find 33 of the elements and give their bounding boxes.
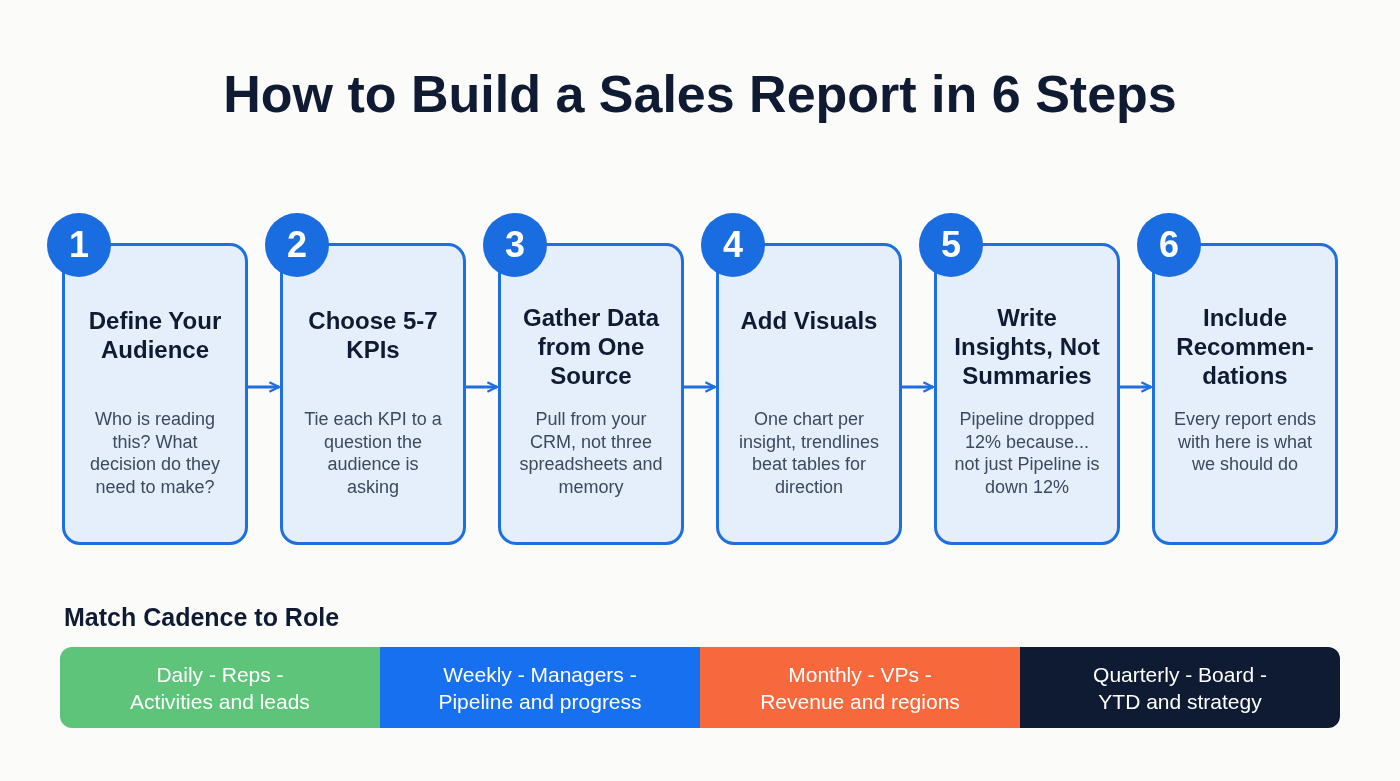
role-band <box>1020 647 1340 728</box>
step-heading: Write Insights, Not Summaries <box>953 303 1101 390</box>
step-heading: Define Your Audience <box>87 306 223 364</box>
title: How to Build a Sales Report in 6 Steps <box>222 64 1178 124</box>
step-description: Who is reading this? What decision do they need to make? <box>88 408 222 498</box>
cadence-text: Weekly - Managers - Pipeline and progress <box>437 661 643 715</box>
arrow <box>248 381 281 393</box>
arrow <box>684 381 717 393</box>
arrow <box>466 381 499 393</box>
role-band <box>700 647 1020 728</box>
cadence-text: Daily - Reps - Activities and leads <box>129 661 311 715</box>
step-number: 6 <box>1137 213 1201 277</box>
step-heading: Gather Data from One Source <box>521 303 661 390</box>
step-number: 1 <box>47 213 111 277</box>
step-description: Pipeline dropped 12% because... not just Pipeline is down 12% <box>953 408 1101 498</box>
cadence-text: Quarterly - Board - YTD and strategy <box>1092 661 1268 715</box>
step-number: 3 <box>483 213 547 277</box>
step-heading: Add Visuals <box>739 306 879 335</box>
cadence-text: Monthly - VPs - Revenue and regions <box>759 661 961 715</box>
step-description: Pull from your CRM, not three spreadsheets and memory <box>518 408 664 498</box>
step-number: 4 <box>701 213 765 277</box>
arrow <box>902 381 935 393</box>
step-description: Tie each KPI to a question the audience is asking <box>303 408 443 498</box>
step-description: One chart per insight, trendlines beat tables for direction <box>737 408 881 498</box>
step-number: 2 <box>265 213 329 277</box>
step-heading: Include Recommen- dations <box>1175 303 1315 390</box>
section-heading: Match Cadence to Role <box>64 603 340 632</box>
role-band <box>380 647 700 728</box>
step-description: Every report ends with here is what we should do <box>1172 408 1318 476</box>
role-band <box>60 647 380 728</box>
step-heading: Choose 5-7 KPIs <box>307 306 439 364</box>
arrow <box>1120 381 1153 393</box>
step-number: 5 <box>919 213 983 277</box>
